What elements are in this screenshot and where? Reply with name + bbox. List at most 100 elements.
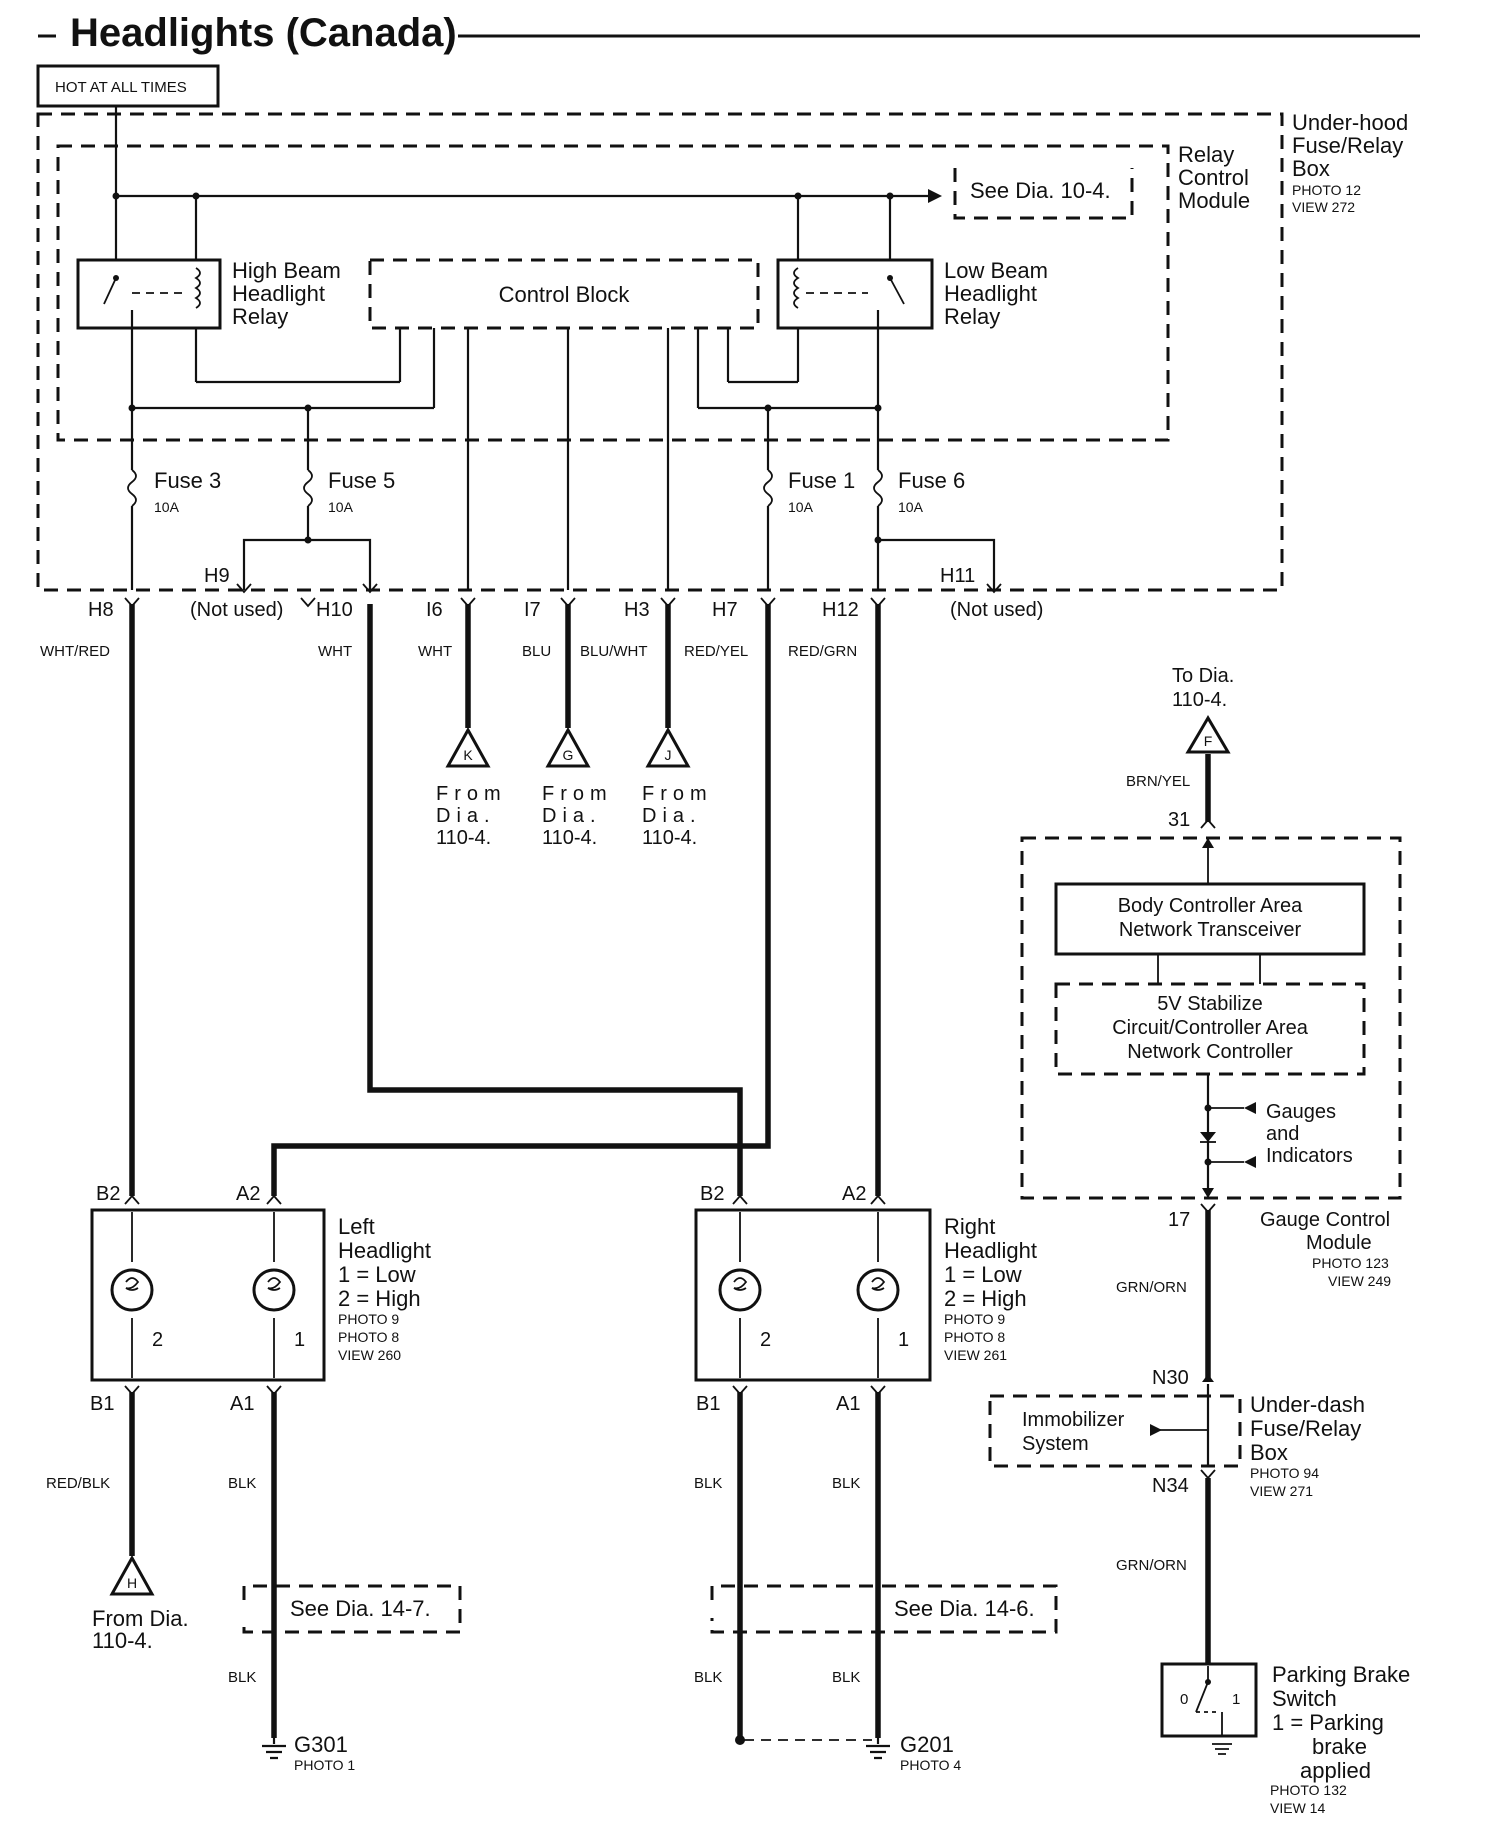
- high-beam-relay: [76, 258, 222, 330]
- can-controller: [1054, 982, 1366, 1076]
- right-view: VIEW 261: [944, 1347, 1007, 1363]
- ground-g201: G201: [900, 1732, 954, 1757]
- terminal-i6: I6: [426, 599, 443, 621]
- wire-color-label: GRN/ORN: [1116, 1279, 1187, 1296]
- transceiver-label-1: Body Controller Area: [1118, 895, 1303, 917]
- right-pin-b2: B2: [700, 1183, 724, 1205]
- right-pin-a2: A2: [842, 1183, 866, 1205]
- bulb-icon: [252, 1212, 296, 1378]
- control-block-label: Control Block: [499, 282, 631, 307]
- wire-color-label: BLK: [694, 1669, 722, 1686]
- fuse-icon: [127, 408, 137, 590]
- relay-switch-icon: [103, 267, 201, 309]
- underhood-label-2: Fuse/Relay: [1292, 133, 1403, 158]
- fuse-6-label: Fuse 6: [898, 468, 965, 493]
- bulb-icon: [718, 1212, 762, 1378]
- parking-brake-view: VIEW 14: [1270, 1800, 1325, 1816]
- left-headlight-label-2: Headlight: [338, 1238, 431, 1263]
- underdash-photo: PHOTO 94: [1250, 1465, 1319, 1481]
- ground-g301: G301: [294, 1732, 348, 1757]
- left-photo-9: PHOTO 9: [338, 1311, 399, 1327]
- right-bulb-2: 2: [760, 1329, 771, 1351]
- gauge-module-label-2: Module: [1306, 1232, 1372, 1254]
- relay-switch-icon: [793, 267, 905, 309]
- left-pin-b1: B1: [90, 1393, 114, 1415]
- see-dia-14-6: See Dia. 14-6.: [894, 1596, 1035, 1621]
- parking-brake-label-2: Switch: [1272, 1686, 1337, 1711]
- wire-color-label: BLU/WHT: [580, 643, 648, 660]
- left-headlight-label-3: 1 = Low: [338, 1262, 416, 1287]
- switch-icon: [1195, 1666, 1232, 1755]
- underhood-fuse-relay-box: [36, 112, 1284, 592]
- transceiver-label-2: Network Transceiver: [1119, 919, 1302, 941]
- gauges-label-1: Gauges: [1266, 1101, 1336, 1123]
- fuse-icon: [873, 408, 883, 590]
- immobilizer-label-1: Immobilizer: [1022, 1409, 1125, 1431]
- relay-control-module: [56, 144, 1170, 442]
- ground-g301-photo: PHOTO 1: [294, 1757, 355, 1773]
- underdash-label-2: Fuse/Relay: [1250, 1416, 1361, 1441]
- fuse-5-rating: 10A: [328, 499, 354, 515]
- wire-color-label: BLK: [832, 1475, 860, 1492]
- from-dia-k-2: Dia.: [436, 805, 496, 827]
- right-headlight-label-3: 1 = Low: [944, 1262, 1022, 1287]
- high-beam-label-2: Headlight: [232, 281, 325, 306]
- right-pin-a1: A1: [836, 1393, 860, 1415]
- fuse-3-label: Fuse 3: [154, 468, 221, 493]
- wire-color-label: RED/YEL: [684, 643, 748, 660]
- wire-color-label: WHT: [418, 643, 452, 660]
- underdash-view: VIEW 271: [1250, 1483, 1313, 1499]
- stabilize-label-3: Network Controller: [1127, 1041, 1293, 1063]
- left-headlight-label-4: 2 = High: [338, 1286, 421, 1311]
- pin-31: 31: [1168, 809, 1190, 831]
- right-photo-8: PHOTO 8: [944, 1329, 1005, 1345]
- immobilizer-label-2: System: [1022, 1433, 1089, 1455]
- diode-icon: [1200, 1132, 1216, 1142]
- stabilize-label-2: Circuit/Controller Area: [1112, 1017, 1309, 1039]
- arrow-right-icon: [928, 189, 942, 203]
- connector-k-icon: [445, 726, 491, 768]
- low-beam-label-3: Relay: [944, 304, 1000, 329]
- pin-n34: N34: [1152, 1475, 1189, 1497]
- to-dia-2: 110-4.: [1172, 689, 1227, 711]
- wire-color-label: BLU: [522, 643, 551, 660]
- connector-f-label: F: [1204, 733, 1213, 749]
- parking-brake-label-1: Parking Brake: [1272, 1662, 1410, 1687]
- hot-at-all-times-label: HOT AT ALL TIMES: [55, 79, 187, 96]
- left-bulb-1: 1: [294, 1329, 305, 1351]
- terminal-h3: H3: [624, 599, 650, 621]
- connector-f-icon: [1185, 715, 1231, 754]
- underhood-label-1: Under-hood: [1292, 110, 1408, 135]
- gauge-module-label-1: Gauge Control: [1260, 1209, 1390, 1231]
- wire-color-label: WHT/RED: [40, 643, 110, 660]
- connector-h-icon: [109, 1554, 155, 1596]
- low-beam-label-1: Low Beam: [944, 258, 1048, 283]
- not-used-left: (Not used): [190, 599, 283, 621]
- parking-brake-label-3: 1 = Parking: [1272, 1710, 1384, 1735]
- gauges-label-3: Indicators: [1266, 1145, 1353, 1167]
- left-bulb-2: 2: [152, 1329, 163, 1351]
- terminal-h9: H9: [204, 565, 230, 587]
- gauges-label-2: and: [1266, 1123, 1299, 1145]
- left-pin-a2: A2: [236, 1183, 260, 1205]
- underdash-fuse-relay-box: [988, 1394, 1242, 1468]
- relay-module-label-3: Module: [1178, 188, 1250, 213]
- underhood-photo: PHOTO 12: [1292, 182, 1361, 198]
- right-headlight-label-2: Headlight: [944, 1238, 1037, 1263]
- parking-brake-photo: PHOTO 132: [1270, 1782, 1347, 1798]
- wire-color-label: BLK: [228, 1669, 256, 1686]
- parking-brake-label-4: brake: [1312, 1734, 1367, 1759]
- connector-k-label: K: [463, 747, 473, 763]
- left-headlight-label-1: Left: [338, 1214, 375, 1239]
- left-pin-a1: A1: [230, 1393, 254, 1415]
- right-photo-9: PHOTO 9: [944, 1311, 1005, 1327]
- fuse-3-rating: 10A: [154, 499, 180, 515]
- right-bulb-1: 1: [898, 1329, 909, 1351]
- wire-color-label: BLK: [228, 1475, 256, 1492]
- parking-brake-label-5: applied: [1300, 1758, 1371, 1783]
- wire-color-label: RED/BLK: [46, 1475, 110, 1492]
- ground-icon: [866, 1738, 890, 1760]
- fuse-6-rating: 10A: [898, 499, 924, 515]
- wire-color-label: BLK: [832, 1669, 860, 1686]
